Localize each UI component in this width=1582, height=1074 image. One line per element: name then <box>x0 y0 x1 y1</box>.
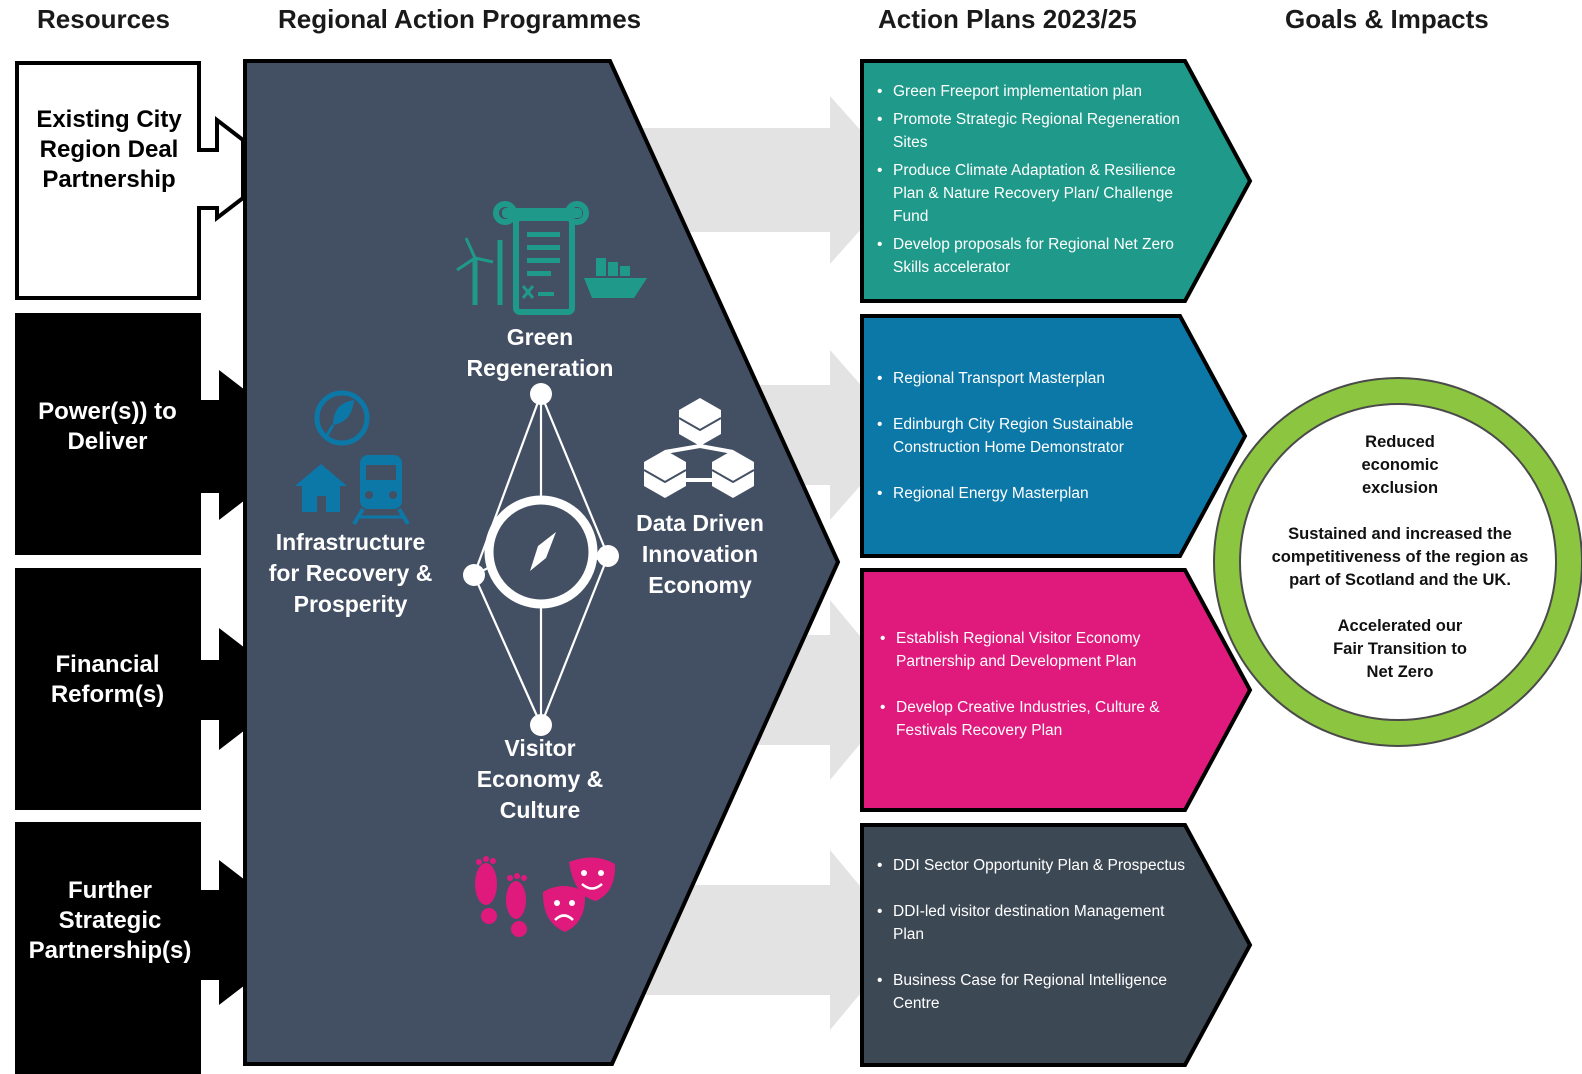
resource-box-further <box>15 822 245 1074</box>
compass-node-right <box>597 545 619 567</box>
action-plan-list-2: Regional Transport Masterplan Edinburgh … <box>875 367 1175 505</box>
goals-text: Reduced economic exclusion Sustained and… <box>1265 431 1535 684</box>
programme-panel <box>243 59 841 1066</box>
action-plan-item: Edinburgh City Region Sustainable Constr… <box>875 413 1175 459</box>
goal-item: Accelerated our Fair Transition to Net Z… <box>1333 617 1467 681</box>
header-action-plans: Action Plans 2023/25 <box>878 4 1137 34</box>
goal-item: Sustained and increased the competitiven… <box>1271 525 1529 589</box>
header-programmes: Regional Action Programmes <box>278 4 642 34</box>
action-plan-item: Establish Regional Visitor Economy Partn… <box>878 627 1203 673</box>
header-resources: Resources <box>37 4 170 34</box>
programme-data-driven: Data Driven Innovation Economy <box>636 510 764 598</box>
action-plan-list-3: Establish Regional Visitor Economy Partn… <box>878 627 1203 742</box>
infrastructure-icon <box>295 390 410 526</box>
compass-node-bottom <box>530 714 552 736</box>
action-plan-item: Regional Energy Masterplan <box>875 482 1175 505</box>
green-regeneration-icon <box>456 201 647 315</box>
goals-ring <box>1214 378 1582 746</box>
compass-node-left <box>463 564 485 586</box>
programme-green-regeneration: Green Regeneration <box>466 324 614 381</box>
header-goals: Goals & Impacts <box>1285 4 1489 34</box>
goals-ring-outline-inner <box>1239 403 1557 721</box>
resource-label-powers: Power(s)) to Deliver <box>38 398 177 455</box>
action-plan-item: DDI-led visitor destination Management P… <box>875 900 1197 946</box>
resource-label-partnership: Existing City Region Deal Partnership <box>36 106 182 193</box>
action-plan-item: Produce Climate Adaptation & Resilience … <box>875 159 1193 228</box>
resource-label-further: Further Strategic Partnership(s) <box>28 877 192 964</box>
connector-arrow-4 <box>640 850 905 1030</box>
action-plan-item: Business Case for Regional Intelligence … <box>875 969 1197 1015</box>
action-plan-item: Develop proposals for Regional Net Zero … <box>875 233 1193 279</box>
action-plan-item: Green Freeport implementation plan <box>875 80 1193 103</box>
action-plan-item: Regional Transport Masterplan <box>875 367 1175 390</box>
compass-node-top <box>530 383 552 405</box>
action-plan-list-1: Green Freeport implementation plan Promo… <box>875 80 1193 279</box>
connector-arrow-1 <box>640 96 905 264</box>
resource-boxes <box>15 61 245 1074</box>
action-plan-item: Develop Creative Industries, Culture & F… <box>878 696 1203 742</box>
programme-visitor-economy: Visitor Economy & Culture <box>476 735 604 823</box>
visitor-economy-icon <box>475 856 616 937</box>
resource-label-financial: Financial Reform(s) <box>50 651 165 708</box>
action-plan-list-4: DDI Sector Opportunity Plan & Prospectus… <box>875 854 1197 1015</box>
programme-infrastructure: Infrastructure for Recovery & Prosperity <box>268 529 433 617</box>
goals-ring-outline-outer <box>1213 377 1582 747</box>
goal-item: Reduced economic exclusion <box>1361 433 1439 497</box>
action-plan-item: DDI Sector Opportunity Plan & Prospectus <box>875 854 1197 877</box>
resource-box-powers <box>15 313 245 555</box>
action-plan-item: Promote Strategic Regional Regeneration … <box>875 108 1193 154</box>
resource-box-financial <box>15 568 245 810</box>
compass-diagram <box>463 383 619 736</box>
data-innovation-icon <box>643 398 755 498</box>
